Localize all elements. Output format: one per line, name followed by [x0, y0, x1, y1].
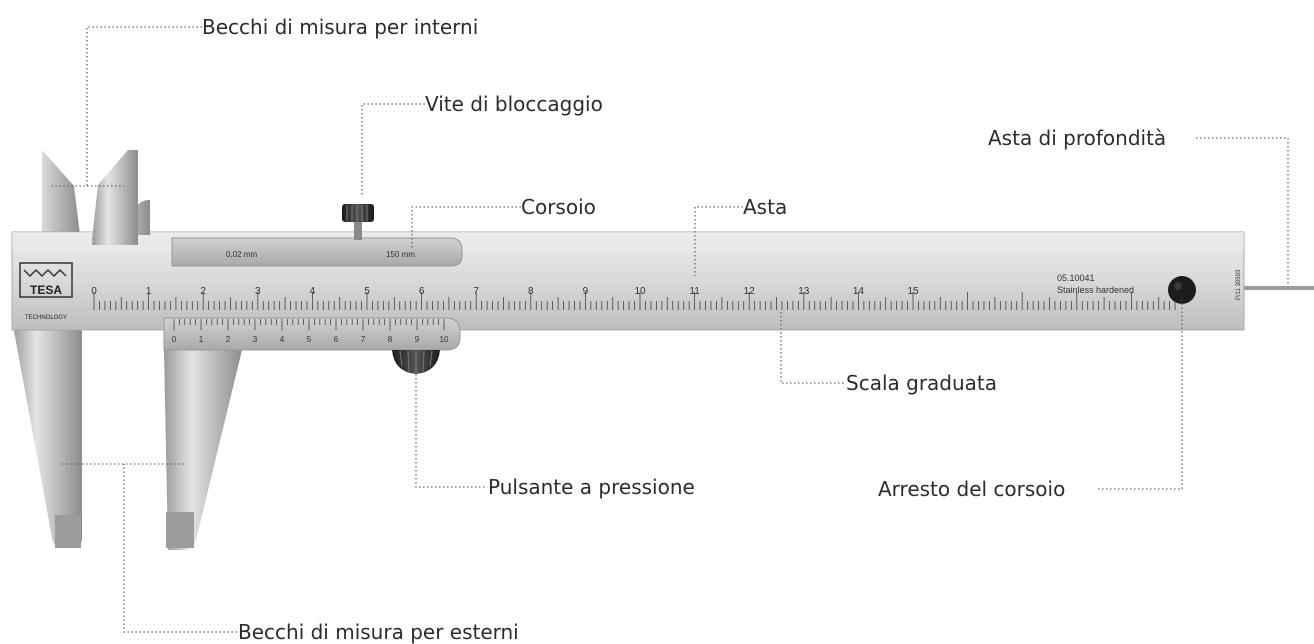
vernier-scale-number: 2: [226, 335, 231, 344]
locking-screw-head: [342, 204, 374, 222]
main-scale-number: 6: [419, 286, 425, 297]
fixed-jaw-notch: [55, 515, 81, 548]
main-scale-number: 8: [528, 286, 534, 297]
vernier-plate: [163, 317, 461, 351]
main-scale-number: 15: [907, 286, 919, 297]
vernier-scale-number: 0: [172, 335, 177, 344]
resolution-text: 0,02 mm: [226, 250, 257, 259]
material-text: Stainless hardened: [1057, 285, 1134, 295]
vernier-scale-number: 4: [280, 335, 285, 344]
tesa-logo-text: TESA: [30, 283, 62, 297]
tesa-logo-subtext: TECHNOLOGY: [25, 315, 67, 321]
main-scale-number: 11: [689, 286, 700, 297]
label-external-jaws: Becchi di misura per esterni: [238, 620, 519, 644]
locking-screw-stem: [354, 218, 362, 240]
leader-depth-rod: [1196, 137, 1289, 286]
movable-jaw-notch: [166, 512, 194, 548]
label-beam: Asta: [743, 195, 788, 219]
slider-plate: [171, 237, 463, 267]
label-depth-rod: Asta di profondità: [988, 126, 1167, 150]
main-scale-number: 13: [798, 286, 810, 297]
label-push-button: Pulsante a pressione: [488, 475, 695, 499]
main-scale-number: 4: [310, 286, 316, 297]
main-scale-ticks: [93, 292, 1176, 310]
leader-push-button: [415, 374, 486, 488]
vernier-scale-number: 9: [415, 335, 420, 344]
tesa-logo: TESA TECHNOLOGY: [19, 262, 73, 321]
leader-graduated-scale: [780, 312, 844, 384]
model-number: 05.10041: [1057, 273, 1095, 283]
label-internal-jaws: Becchi di misura per interni: [202, 15, 479, 39]
vernier-scale-number: 8: [388, 335, 393, 344]
main-scale-number: 9: [583, 286, 589, 297]
movable-external-jaw: [164, 350, 242, 550]
main-scale-number: 5: [364, 286, 370, 297]
vernier-scale-number: 5: [307, 335, 312, 344]
main-scale-number: 12: [744, 286, 756, 297]
label-slider-stop: Arresto del corsoio: [878, 477, 1066, 501]
leader-internal-jaws: [50, 26, 202, 187]
vernier-scale-number: 7: [361, 335, 366, 344]
label-graduated-scale: Scala graduata: [846, 371, 998, 395]
vernier-scale-number: 1: [199, 335, 204, 344]
main-scale-number: 0: [91, 286, 97, 297]
range-text: 150 mm: [386, 250, 415, 259]
leader-beam: [694, 206, 743, 276]
fixed-internal-jaw: [14, 150, 80, 235]
vernier-scale-number: 10: [440, 335, 449, 344]
vernier-scale-ticks: [173, 319, 445, 330]
leader-external-jaws: [123, 464, 237, 633]
leader-locking-screw: [361, 103, 425, 196]
serial-text: P/11 30593: [1236, 269, 1242, 300]
vernier-scale-numbers: 0 1 2 3 4 5 6 7 8 9 10: [172, 335, 449, 344]
leader-slider-stop: [1098, 300, 1183, 490]
main-scale-number: 3: [255, 286, 261, 297]
vernier-scale-number: 3: [253, 335, 258, 344]
fixed-external-jaw: [12, 320, 82, 548]
main-scale-number: 1: [146, 286, 152, 297]
leader-slider: [411, 206, 521, 250]
vernier-scale-number: 6: [334, 335, 339, 344]
main-scale-number: 14: [853, 286, 865, 297]
main-scale-number: 10: [634, 286, 646, 297]
label-locking-screw: Vite di bloccaggio: [425, 92, 603, 116]
label-slider: Corsoio: [521, 195, 596, 219]
slider-stop-knob: [1168, 276, 1196, 304]
depth-rod: [1240, 286, 1314, 290]
main-scale-number: 2: [200, 286, 206, 297]
main-scale-number: 7: [473, 286, 479, 297]
